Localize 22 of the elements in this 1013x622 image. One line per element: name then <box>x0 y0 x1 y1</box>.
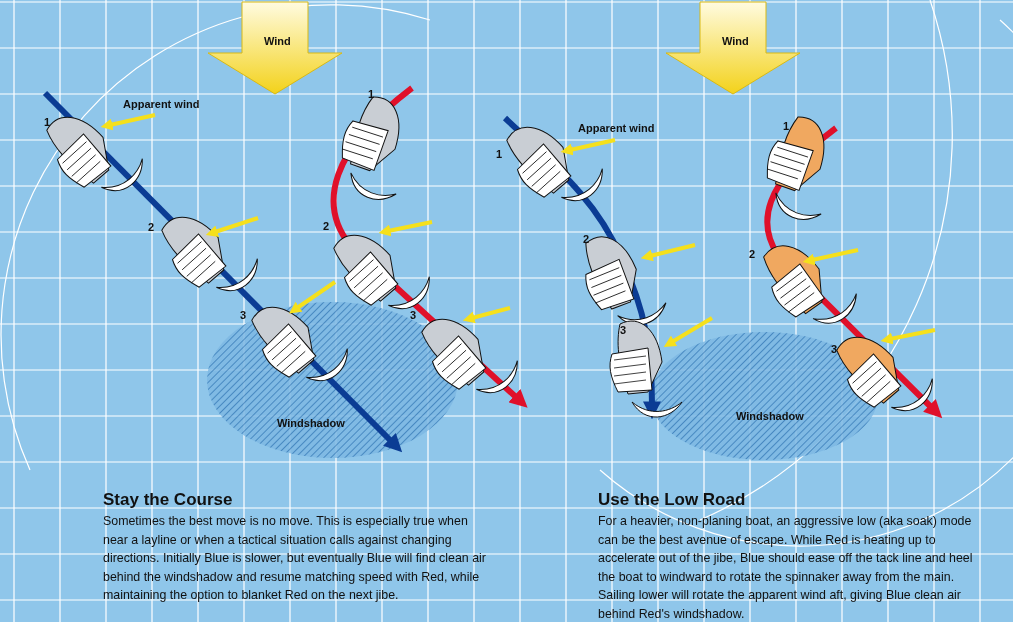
position-number: 2 <box>323 220 330 232</box>
position-number: 1 <box>496 148 503 160</box>
position-number: 2 <box>749 248 756 260</box>
panel-heading: Use the Low Road <box>598 490 746 510</box>
panel-text: Sometimes the best move is no move. This is especially true when near a layline or when a tactical situation calls against changing directions. Initially Blue is slower, but eventually Blue will find clean air behind the windshadow and resume matching speed with Red, while maintaining the option to blanket Red on the next jibe. <box>103 513 487 604</box>
position-number: 1 <box>44 116 51 128</box>
annotation-label: Apparent wind <box>578 122 655 134</box>
position-number: 3 <box>410 309 417 321</box>
position-number: 2 <box>583 233 590 245</box>
wind-label: Wind <box>722 35 749 47</box>
wind-label: Wind <box>264 35 291 47</box>
panel-heading: Stay the Course <box>103 490 233 510</box>
position-number: 2 <box>148 221 155 233</box>
panel-text: For a heavier, non-planing boat, an aggressive low (aka soak) mode can be the best avenue of escape. While Red is heating up to accelerate out of the jibe, Blue should ease off the tack line and heel the boat to windward to rotate the spinnaker away from the main. Sailing lower will rotate the apparent wind aft, giving Blue clean air behind Red's windshadow. <box>598 513 974 622</box>
position-number: 3 <box>240 309 247 321</box>
annotation-label: Apparent wind <box>123 98 200 110</box>
area-label: Windshadow <box>736 410 804 422</box>
position-number: 3 <box>831 343 838 355</box>
position-number: 1 <box>783 120 790 132</box>
area-label: Windshadow <box>277 417 345 429</box>
position-number: 3 <box>620 324 627 336</box>
position-number: 1 <box>368 88 375 100</box>
